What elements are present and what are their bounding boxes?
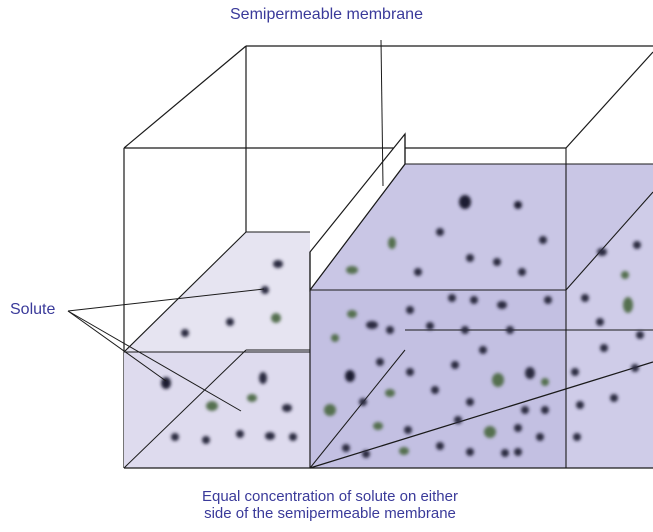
semipermeable-membrane (309, 132, 406, 468)
solute-leader-line-3 (67, 310, 242, 412)
solute-leader-line-1 (67, 288, 265, 312)
membrane-leader-line (380, 39, 384, 187)
right-compartment-liquid (309, 148, 653, 469)
membrane-label: Semipermeable membrane (230, 6, 423, 23)
solute-particles-right (324, 195, 644, 458)
caption: Equal concentration of solute on either … (90, 488, 570, 522)
caption-line-2: side of the semipermeable membrane (204, 505, 456, 522)
caption-line-1: Equal concentration of solute on either (201, 488, 458, 505)
container-back-frame (123, 45, 653, 468)
solute-particles-left (161, 260, 297, 444)
solute-label: Solute (10, 301, 56, 318)
solute-leader-line-2 (67, 310, 167, 382)
leader-lines (67, 39, 384, 412)
left-compartment-liquid (123, 231, 310, 469)
